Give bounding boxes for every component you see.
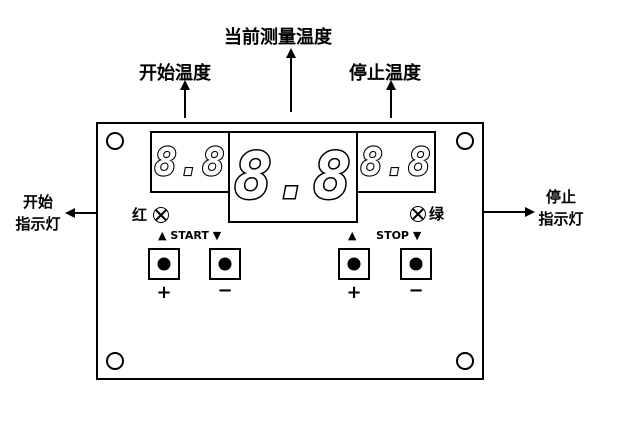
green-led-label: 绿 [429,205,445,223]
stop-down-arrow-icon: ▼ [412,229,422,242]
start-indicator-label: 开始 指示灯 [14,191,62,235]
button-knob [409,257,423,271]
current-temp-digits: 8.8 [232,139,353,216]
start-temp-display: 8.8 [150,131,230,193]
start-caption-group: ▲ START ▼ [158,229,221,243]
start-up-arrow-icon: ▲ [158,229,167,242]
button-knob [218,257,232,271]
stop-indicator-label-line1: 停止 [545,188,576,206]
stop-caption: STOP [376,229,409,242]
stop-indicator-label-line2: 指示灯 [538,210,584,228]
start-temp-digits: 8.8 [153,139,226,185]
stop-caption-group: ▲ STOP ▼ [348,229,421,243]
start-plus-sign: + [156,282,172,303]
mount-hole-top-right [456,132,474,150]
green-led-icon [410,206,426,222]
button-knob [347,257,361,271]
stop-plus-sign: + [346,282,362,303]
red-led-label: 红 [132,206,148,224]
stop-temp-label: 停止温度 [349,63,421,84]
stop-temp-display: 8.8 [356,131,436,193]
controller-board: 8.8 8.8 8.8 红 绿 ▲ START ▼ ▲ STOP ▼ + − +… [96,122,484,380]
mount-hole-top-left [106,132,124,150]
start-down-arrow-icon: ▼ [212,229,222,242]
button-knob [157,257,171,271]
stop-temp-digits: 8.8 [359,139,432,185]
mount-hole-bottom-right [456,352,474,370]
stop-plus-button[interactable] [338,248,370,280]
stop-indicator-label: 停止 指示灯 [533,186,589,230]
start-temp-label: 开始温度 [139,63,211,84]
stop-up-arrow-icon: ▲ [348,229,357,242]
start-minus-button[interactable] [209,248,241,280]
current-temp-label: 当前测量温度 [224,27,332,48]
start-indicator-label-line1: 开始 [22,193,53,211]
red-led-icon [153,207,169,223]
start-minus-sign: − [217,280,233,301]
stop-minus-button[interactable] [400,248,432,280]
mount-hole-bottom-left [106,352,124,370]
start-caption: START [170,229,209,242]
current-temp-display: 8.8 [228,131,358,223]
start-plus-button[interactable] [148,248,180,280]
stop-minus-sign: − [408,280,424,301]
start-indicator-label-line2: 指示灯 [15,215,61,233]
